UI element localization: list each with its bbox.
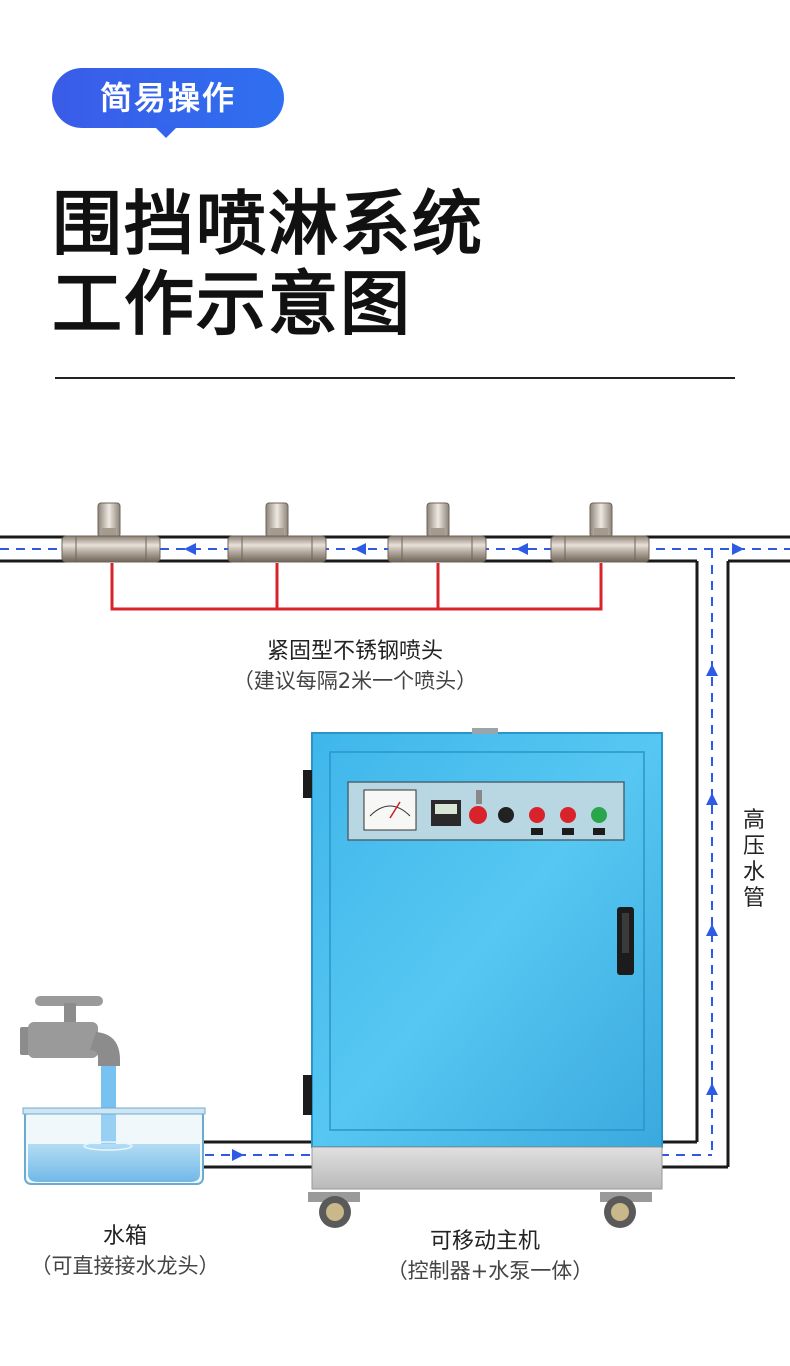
high-pressure-pipe-label: 高压水管 (742, 808, 765, 911)
feature-badge: 简易操作 (52, 68, 284, 128)
nozzle-1 (61, 502, 161, 563)
nozzle-note: （建议每隔2米一个喷头） (232, 669, 478, 693)
badge-pointer (154, 126, 178, 138)
nozzle-4 (550, 502, 650, 563)
nozzle-2 (227, 502, 327, 563)
control-panel (347, 781, 625, 841)
host-note: （控制器+水泵一体） (386, 1259, 594, 1283)
caster-wheel-left (308, 1192, 360, 1228)
caster-wheel-right (600, 1192, 652, 1228)
door-handle (617, 907, 634, 975)
page-title-line1: 围挡喷淋系统 (52, 183, 484, 265)
high-pressure-pipe (695, 549, 730, 1167)
mobile-host-cabinet (303, 728, 663, 1190)
page-title-line2: 工作示意图 (52, 263, 412, 345)
feed-pipe (203, 1140, 728, 1169)
flow-arrows (184, 543, 744, 1161)
water-tank (22, 1107, 206, 1185)
title-divider (55, 377, 735, 379)
nozzle-wiring (110, 563, 603, 611)
tank-note: （可直接接水龙头） (30, 1254, 220, 1278)
faucet-icon (20, 996, 120, 1146)
tank-title: 水箱 (102, 1224, 147, 1249)
nozzle-title: 紧固型不锈钢喷头 (266, 639, 443, 664)
nozzle-3 (387, 502, 487, 563)
host-title: 可移动主机 (429, 1229, 540, 1254)
